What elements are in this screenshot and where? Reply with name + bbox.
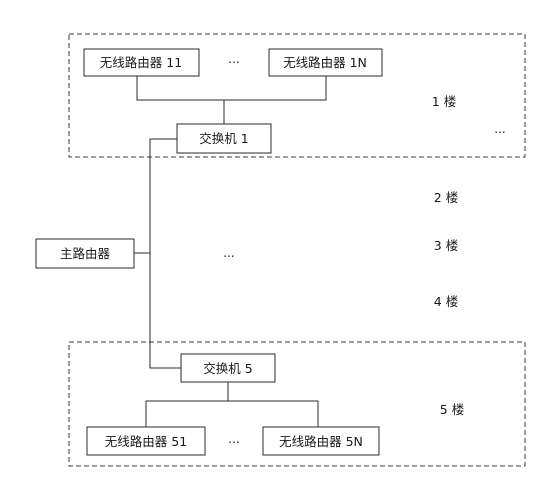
connector-switch-1-to-router-11 [136,76,225,124]
floor-label-4: 4 楼 [434,294,458,309]
main-router-node: 主路由器 [35,238,135,269]
router-11-node: 无线路由器 11 [83,48,200,77]
ellipsis-floor-1-more: ... [494,122,505,136]
router-1n-node: 无线路由器 1N [268,48,383,77]
ellipsis-floor-5-routers: ... [228,432,239,446]
connector-switch-5-to-router-5n [228,400,319,427]
ellipsis-floor-1-routers: ... [228,52,239,66]
connector-main-router-to-switch-1 [134,138,177,254]
router-51-label: 无线路由器 51 [105,434,187,449]
floor-label-5: 5 楼 [440,402,464,417]
router-51-node: 无线路由器 51 [86,426,206,456]
floor-1-region [68,33,526,158]
router-11-label: 无线路由器 11 [100,55,182,70]
connector-main-router-to-switch-5 [149,253,181,369]
switch-5-node: 交换机 5 [180,353,276,383]
floor-label-2: 2 楼 [434,190,458,205]
switch-1-label: 交换机 1 [199,131,248,146]
router-5n-node: 无线路由器 5N [262,426,380,456]
floor-5-region [68,341,526,467]
router-5n-label: 无线路由器 5N [279,434,363,449]
switch-1-node: 交换机 1 [176,123,272,154]
router-1n-label: 无线路由器 1N [283,55,367,70]
floor-label-3: 3 楼 [434,238,458,253]
connector-switch-1-to-router-1n [224,76,327,101]
ellipsis-middle-floors: ... [223,246,234,260]
floor-label-1: 1 楼 [432,94,456,109]
switch-5-label: 交换机 5 [203,361,252,376]
main-router-label: 主路由器 [60,246,111,261]
connector-switch-5-to-router-51 [145,381,229,427]
